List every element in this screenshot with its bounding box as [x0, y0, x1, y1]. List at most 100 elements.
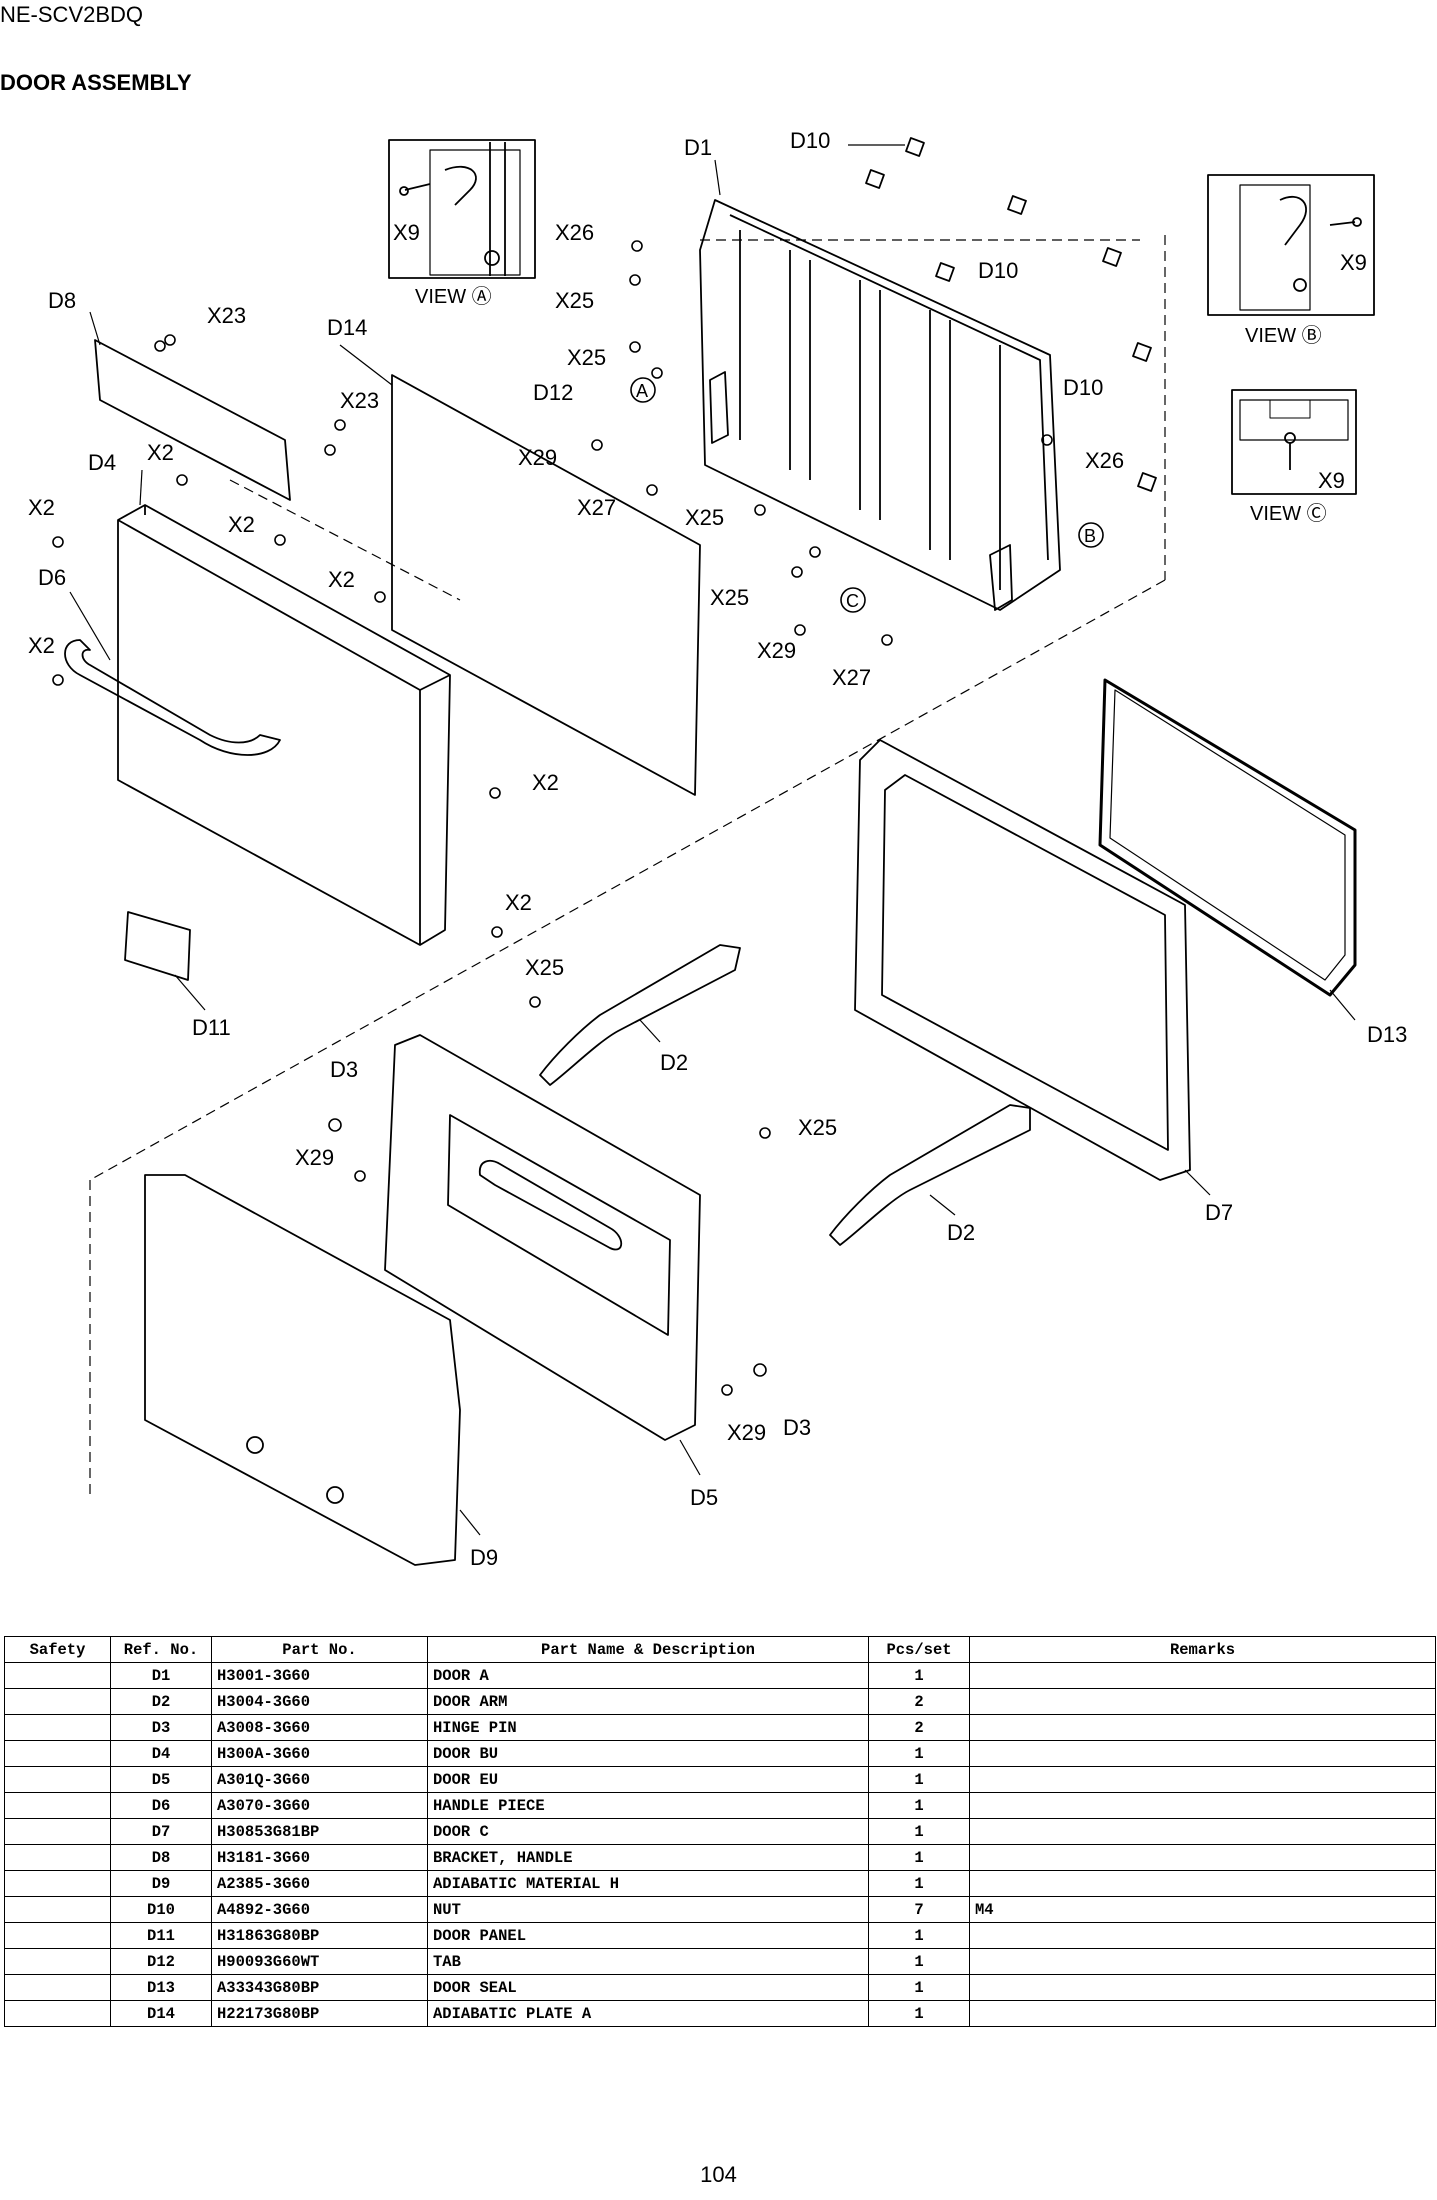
cell-remarks: [969, 1662, 1436, 1689]
cell-pcs-set: 1: [868, 2000, 970, 2027]
label-d3-upper: D3: [330, 1057, 358, 1082]
cell-ref-no: D4: [110, 1740, 212, 1767]
cell-safety: [4, 2000, 111, 2027]
label-d2-lower: D2: [947, 1220, 975, 1245]
cell-safety: [4, 1948, 111, 1975]
cell-safety: [4, 1844, 111, 1871]
bracket-handle-part: [94, 339, 291, 501]
cell-part-name: TAB: [427, 1948, 869, 1975]
leader-lines: [69, 144, 1356, 1536]
cell-remarks: [969, 1714, 1436, 1741]
page-number: 104: [700, 2162, 737, 2187]
label-x2-c: X2: [228, 512, 255, 537]
marker-b: B: [1084, 526, 1096, 546]
label-x29-c: X29: [295, 1145, 334, 1170]
cell-part-name: HINGE PIN: [427, 1714, 869, 1741]
label-x2-f: X2: [532, 770, 559, 795]
label-x26-top: X26: [555, 220, 594, 245]
cell-pcs-set: 1: [868, 1740, 970, 1767]
cell-ref-no: D11: [110, 1922, 212, 1949]
header-safety: Safety: [4, 1636, 111, 1663]
view-c-inset: [1231, 389, 1357, 495]
header-pcs-set: Pcs/set: [868, 1636, 970, 1663]
cell-ref-no: D6: [110, 1792, 212, 1819]
cell-pcs-set: 1: [868, 1792, 970, 1819]
model-number: NE-SCV2BDQ: [0, 2, 144, 27]
door-bu-part: [117, 504, 451, 946]
label-d5: D5: [690, 1485, 718, 1510]
cell-pcs-set: 2: [868, 1688, 970, 1715]
cell-remarks: [969, 1688, 1436, 1715]
header-ref-no: Ref. No.: [110, 1636, 212, 1663]
label-d1: D1: [684, 135, 712, 160]
label-x27-b: X27: [832, 665, 871, 690]
cell-ref-no: D7: [110, 1818, 212, 1845]
label-d12: D12: [533, 380, 573, 405]
door-arm-part-upper: [539, 944, 741, 1086]
cell-pcs-set: 2: [868, 1714, 970, 1741]
door-a-part: [699, 199, 1061, 611]
label-x9-c: X9: [1318, 468, 1345, 493]
cell-safety: [4, 1818, 111, 1845]
cell-part-no: A3008-3G60: [211, 1714, 428, 1741]
cell-pcs-set: 7: [868, 1896, 970, 1923]
reference-markers: A B C: [630, 377, 1104, 613]
cell-remarks: [969, 1740, 1436, 1767]
callout-labels: D1 D10 D10 D10 X26 X25 X25 D12 X29 X27 X…: [28, 128, 1407, 1570]
cell-part-no: A301Q-3G60: [211, 1766, 428, 1793]
cell-part-no: H30853G81BP: [211, 1818, 428, 1845]
cell-part-no: H300A-3G60: [211, 1740, 428, 1767]
label-x2-a: X2: [147, 440, 174, 465]
door-c-part: [854, 739, 1191, 1181]
label-d10-mid: D10: [978, 258, 1018, 283]
view-a-label: VIEW Ⓐ: [415, 285, 492, 308]
cell-part-no: H22173G80BP: [211, 2000, 428, 2027]
label-d6: D6: [38, 565, 66, 590]
header-part-no: Part No.: [211, 1636, 428, 1663]
label-x25-e: X25: [525, 955, 564, 980]
label-d8: D8: [48, 288, 76, 313]
cell-part-name: ADIABATIC PLATE A: [427, 2000, 869, 2027]
cell-remarks: [969, 1948, 1436, 1975]
marker-c: C: [846, 591, 859, 611]
cell-safety: [4, 1922, 111, 1949]
cell-part-name: DOOR BU: [427, 1740, 869, 1767]
screws: [52, 240, 1053, 1396]
cell-safety: [4, 1688, 111, 1715]
label-x2-e: X2: [28, 633, 55, 658]
cell-remarks: [969, 1792, 1436, 1819]
door-assembly-diagram: A B C VIEW Ⓐ VIEW Ⓑ VIEW Ⓒ D1 D10 D10 D1…: [28, 128, 1407, 1570]
cell-safety: [4, 1870, 111, 1897]
cell-remarks: [969, 1844, 1436, 1871]
cell-ref-no: D2: [110, 1688, 212, 1715]
header-part-name: Part Name & Description: [427, 1636, 869, 1663]
cell-part-no: A3070-3G60: [211, 1792, 428, 1819]
cell-part-no: A4892-3G60: [211, 1896, 428, 1923]
handle-piece-part: [64, 639, 281, 756]
cell-pcs-set: 1: [868, 1766, 970, 1793]
cell-ref-no: D8: [110, 1844, 212, 1871]
alignment-lines: [89, 235, 1166, 1500]
table-header-row: Safety Ref. No. Part No. Part Name & Des…: [4, 1636, 1436, 1663]
label-d10-right: D10: [1063, 375, 1103, 400]
cell-ref-no: D10: [110, 1896, 212, 1923]
cell-part-name: DOOR EU: [427, 1766, 869, 1793]
cell-part-name: DOOR PANEL: [427, 1922, 869, 1949]
cell-part-name: DOOR ARM: [427, 1688, 869, 1715]
cell-part-no: H31863G80BP: [211, 1922, 428, 1949]
cell-part-no: H90093G60WT: [211, 1948, 428, 1975]
label-x26-right: X26: [1085, 448, 1124, 473]
door-seal-part: [1098, 678, 1357, 997]
cell-safety: [4, 1714, 111, 1741]
section-title: DOOR ASSEMBLY: [0, 70, 192, 95]
cell-safety: [4, 1766, 111, 1793]
label-d9: D9: [470, 1545, 498, 1570]
cell-remarks: [969, 1870, 1436, 1897]
label-d14: D14: [327, 315, 367, 340]
